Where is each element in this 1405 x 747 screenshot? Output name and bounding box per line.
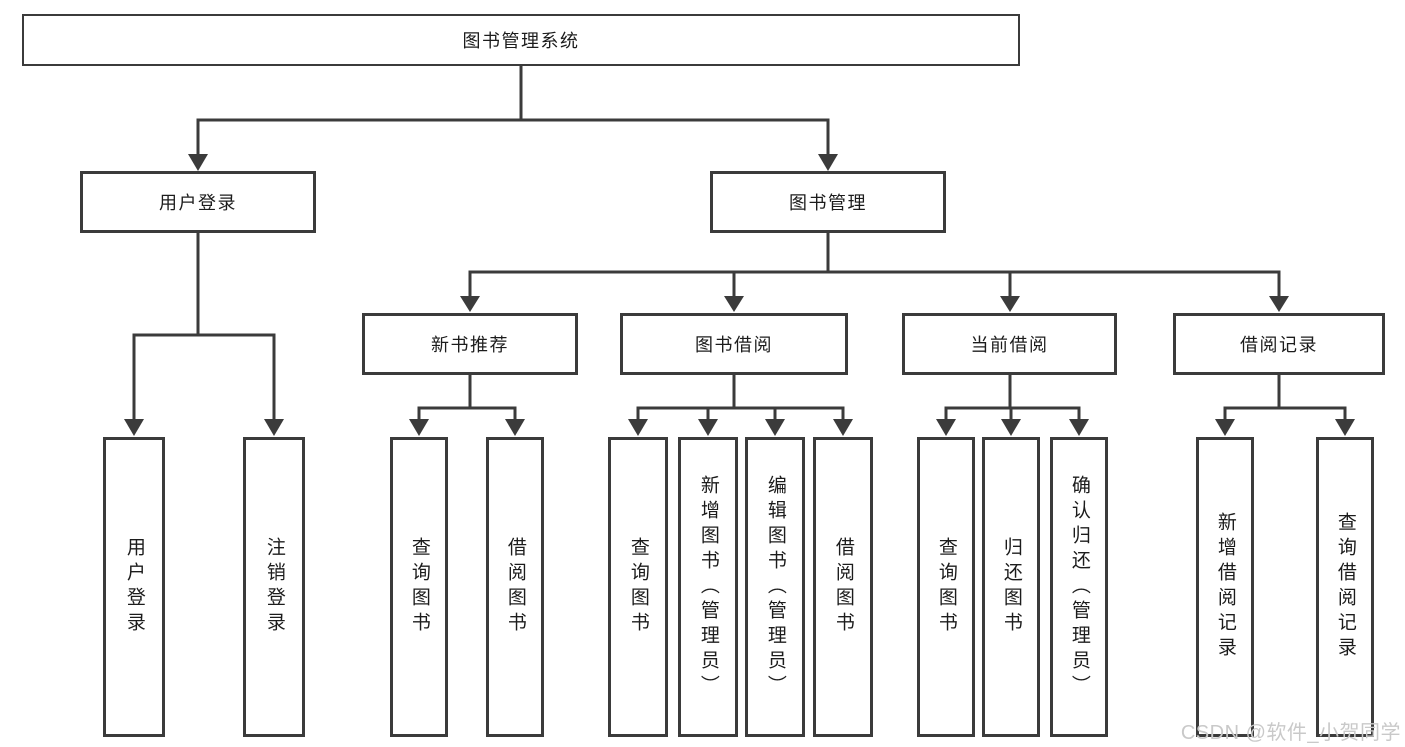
node-current-borrow: 当前借阅 [902, 313, 1117, 375]
node-label: 确认归还（管理员） [1068, 474, 1090, 700]
node-label: 用户登录 [159, 193, 237, 213]
node-label: 注销登录 [263, 537, 285, 637]
node-label: 查询图书 [408, 537, 430, 637]
node-label: 新增借阅记录 [1214, 512, 1236, 662]
node-label: 新增图书（管理员） [697, 474, 719, 700]
tree-lines [132, 66, 1347, 421]
watermark: CSDN @软件_小贺同学 [1180, 722, 1401, 744]
leaf-edit-books-admin: 编辑图书（管理员） [745, 437, 805, 737]
leaf-borrow-books-recommend: 借阅图书 [486, 437, 544, 737]
node-label: 借阅记录 [1240, 335, 1318, 355]
node-label: 图书借阅 [695, 335, 773, 355]
leaf-query-books-borrow: 查询图书 [608, 437, 668, 737]
node-label: 用户登录 [123, 537, 145, 637]
leaf-query-books-recommend: 查询图书 [390, 437, 448, 737]
node-label: 借阅图书 [832, 537, 854, 637]
node-label: 图书管理 [789, 193, 867, 213]
node-root-system: 图书管理系统 [22, 14, 1020, 66]
node-user-login: 用户登录 [80, 171, 316, 233]
leaf-borrow-books: 借阅图书 [813, 437, 873, 737]
leaf-return-books: 归还图书 [982, 437, 1040, 737]
node-new-book-recommend: 新书推荐 [362, 313, 578, 375]
node-label: 查询图书 [935, 537, 957, 637]
node-label: 新书推荐 [431, 335, 509, 355]
node-book-management: 图书管理 [710, 171, 946, 233]
node-label: 归还图书 [1000, 537, 1022, 637]
node-label: 编辑图书（管理员） [764, 474, 786, 700]
node-label: 查询借阅记录 [1334, 512, 1356, 662]
leaf-logout: 注销登录 [243, 437, 305, 737]
node-label: 图书管理系统 [462, 31, 580, 51]
leaf-query-books-current: 查询图书 [917, 437, 975, 737]
node-borrow-records: 借阅记录 [1173, 313, 1385, 375]
leaf-query-borrow-record: 查询借阅记录 [1316, 437, 1374, 737]
node-label: 借阅图书 [504, 537, 526, 637]
node-label: 查询图书 [627, 537, 649, 637]
node-book-borrow: 图书借阅 [620, 313, 848, 375]
leaf-confirm-return-admin: 确认归还（管理员） [1050, 437, 1108, 737]
node-label: 当前借阅 [970, 335, 1049, 355]
arrowhead-icons [124, 154, 1355, 436]
leaf-add-books-admin: 新增图书（管理员） [678, 437, 738, 737]
leaf-user-login: 用户登录 [103, 437, 165, 737]
leaf-add-borrow-record: 新增借阅记录 [1196, 437, 1254, 737]
